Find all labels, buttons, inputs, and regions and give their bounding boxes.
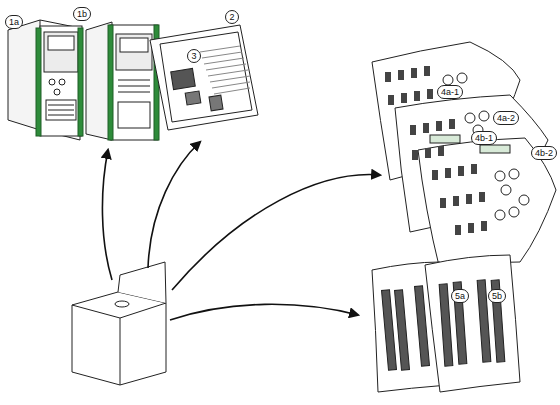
callout-number: 4a-2 <box>493 111 519 125</box>
callout-number: 2 <box>225 10 239 24</box>
callout-number: 3 <box>187 49 201 63</box>
callout-number: 1b <box>73 7 91 21</box>
callout-number: 4a-1 <box>437 85 463 99</box>
callout-number: 1a <box>5 15 23 29</box>
callout-number: 5b <box>488 289 506 303</box>
callout-number: 4b-2 <box>531 146 557 160</box>
callout-number: 5a <box>451 289 469 303</box>
callout-number: 4b-1 <box>471 131 497 145</box>
